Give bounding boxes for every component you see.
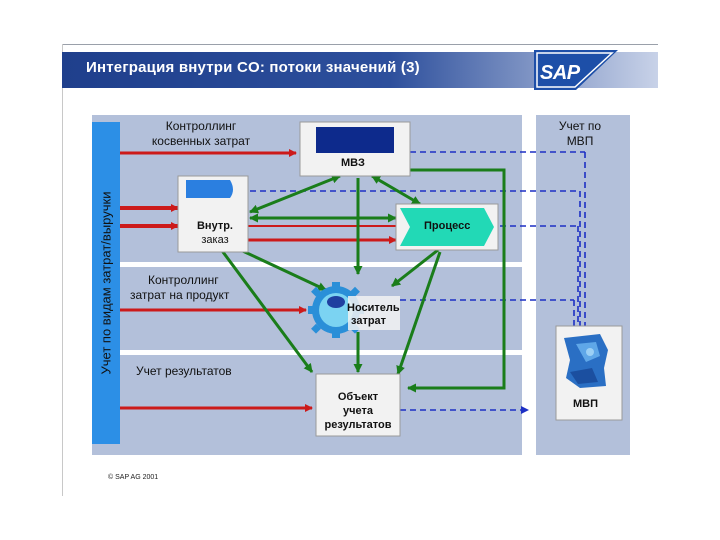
mvp-icon: [564, 334, 608, 388]
mvz-label: МВЗ: [341, 157, 365, 169]
mvz-screen: [316, 127, 394, 153]
green-process-nositel: [391, 248, 439, 288]
mvp-label: МВП: [573, 398, 599, 410]
divider-2: [92, 350, 522, 355]
process-chevron: [400, 208, 494, 246]
obekt-label: Объект учета результатов: [324, 391, 392, 431]
green-mvz-loop: [407, 168, 506, 393]
green-vnutr-obekt: [218, 247, 314, 373]
green-process-obekt: [396, 251, 442, 375]
green-mvz-process: [371, 174, 421, 206]
process-label: Процесс: [424, 220, 471, 232]
top-rule: [62, 44, 658, 45]
obekt-box: [315, 373, 401, 437]
sap-logo-text: SAP: [540, 62, 580, 84]
nositel-gear: [308, 282, 400, 338]
divider-1: [92, 262, 522, 267]
green-vnutr-nositel: [231, 244, 327, 292]
slide-frame: [62, 44, 659, 496]
sap-logo: [534, 50, 618, 90]
vertical-bar: [92, 122, 120, 444]
kontrolling-kosvennykh-label: Контроллинг косвенных затрат: [151, 119, 251, 148]
vnutr-zakaz-doc-icon: [186, 180, 233, 198]
vnutr-zakaz-label: Внутр. заказ: [196, 220, 233, 246]
uchet-mvp-label: Учет по МВП: [558, 119, 602, 148]
vertical-label: Учет по видам затрат/выручки: [98, 191, 114, 375]
nositel-label: Носитель затрат: [347, 302, 400, 327]
green-vnutr-mvz: [249, 174, 341, 214]
slide-title: Интеграция внутри CO: потоки значений (3…: [86, 59, 420, 76]
copyright-footer: © SAP AG 2001: [108, 474, 159, 481]
kontrolling-produkt-label: Контроллинг затрат на продукт: [130, 273, 230, 302]
uchet-rezultatov-label: Учет результатов: [136, 364, 232, 378]
